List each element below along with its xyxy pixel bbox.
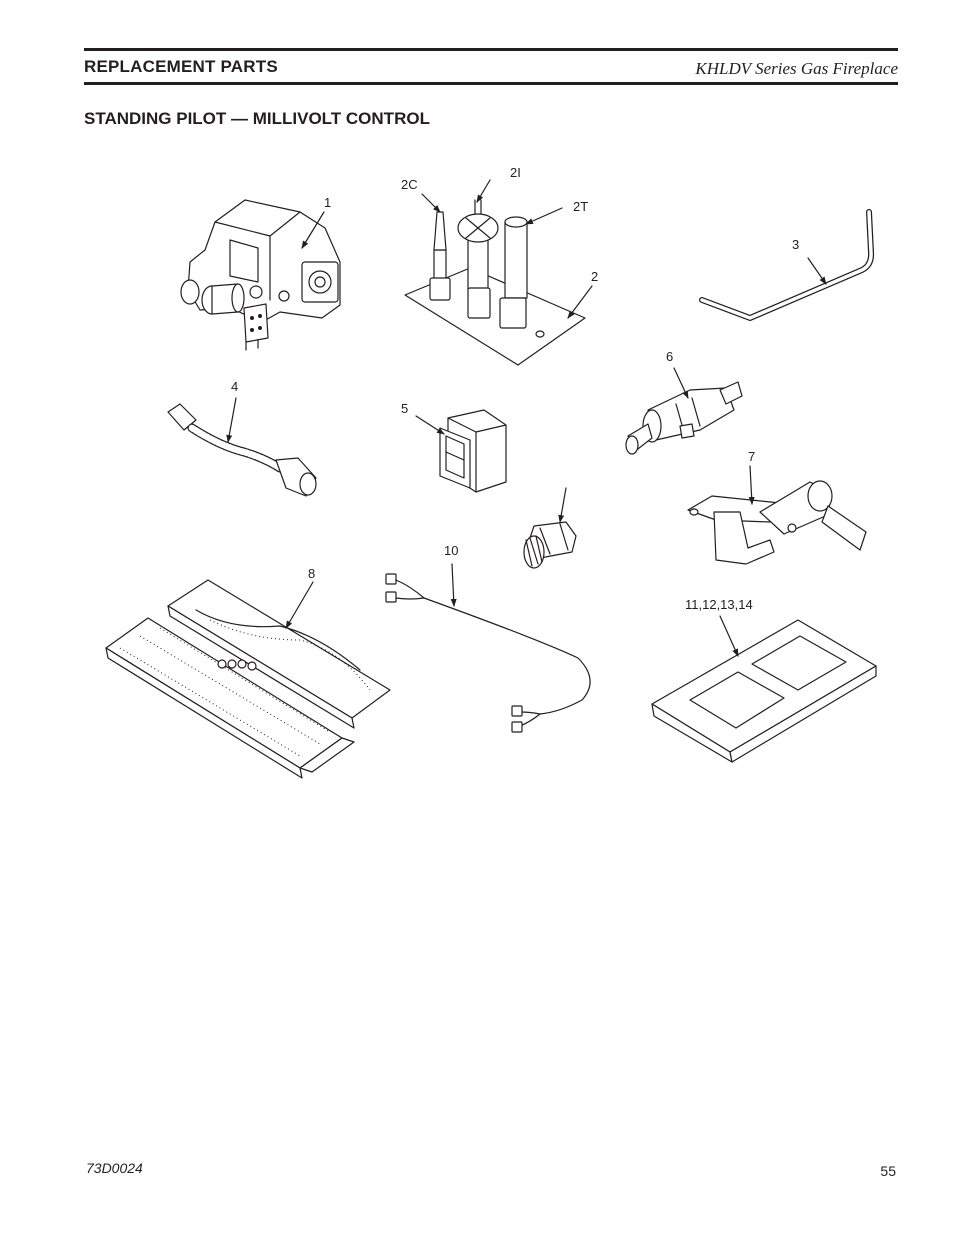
callout-1: 1 [324, 195, 331, 210]
pilot-bracket-illustration [687, 480, 867, 565]
series-title: KHLDV Series Gas Fireplace [695, 59, 898, 78]
flex-connector-illustration [167, 403, 317, 497]
section-label: REPLACEMENT PARTS [84, 57, 278, 76]
pilot-assembly-illustration [404, 199, 586, 366]
wire-harness-illustration [385, 573, 591, 733]
document-number: 73D0024 [86, 1160, 143, 1176]
header-bottom-rule [84, 82, 898, 85]
callout-10: 10 [444, 543, 458, 558]
trim-panel-illustration [651, 619, 877, 763]
callout-4: 4 [231, 379, 238, 394]
callout-11-12-13-14: 11,12,13,14 [685, 597, 753, 612]
callout-2i: 2I [510, 165, 521, 180]
callout-6: 6 [666, 349, 673, 364]
page-subheading: STANDING PILOT — MILLIVOLT CONTROL [84, 109, 430, 128]
callout-8: 8 [308, 566, 315, 581]
piezo-igniter-illustration [625, 381, 743, 455]
rocker-switch-illustration [439, 409, 507, 493]
callout-2: 2 [591, 269, 598, 284]
orifice-fitting-illustration [523, 521, 577, 569]
callout-2c: 2C [401, 177, 418, 192]
page-number: 55 [880, 1163, 896, 1179]
callout-3: 3 [792, 237, 799, 252]
pilot-tube-illustration [699, 209, 875, 321]
callout-7: 7 [748, 449, 755, 464]
callout-2t: 2T [573, 199, 588, 214]
gas-valve-illustration [180, 199, 341, 351]
callout-5: 5 [401, 401, 408, 416]
header-top-rule [84, 48, 898, 51]
burner-assembly-illustration [105, 579, 391, 779]
leader-lines [226, 179, 827, 657]
